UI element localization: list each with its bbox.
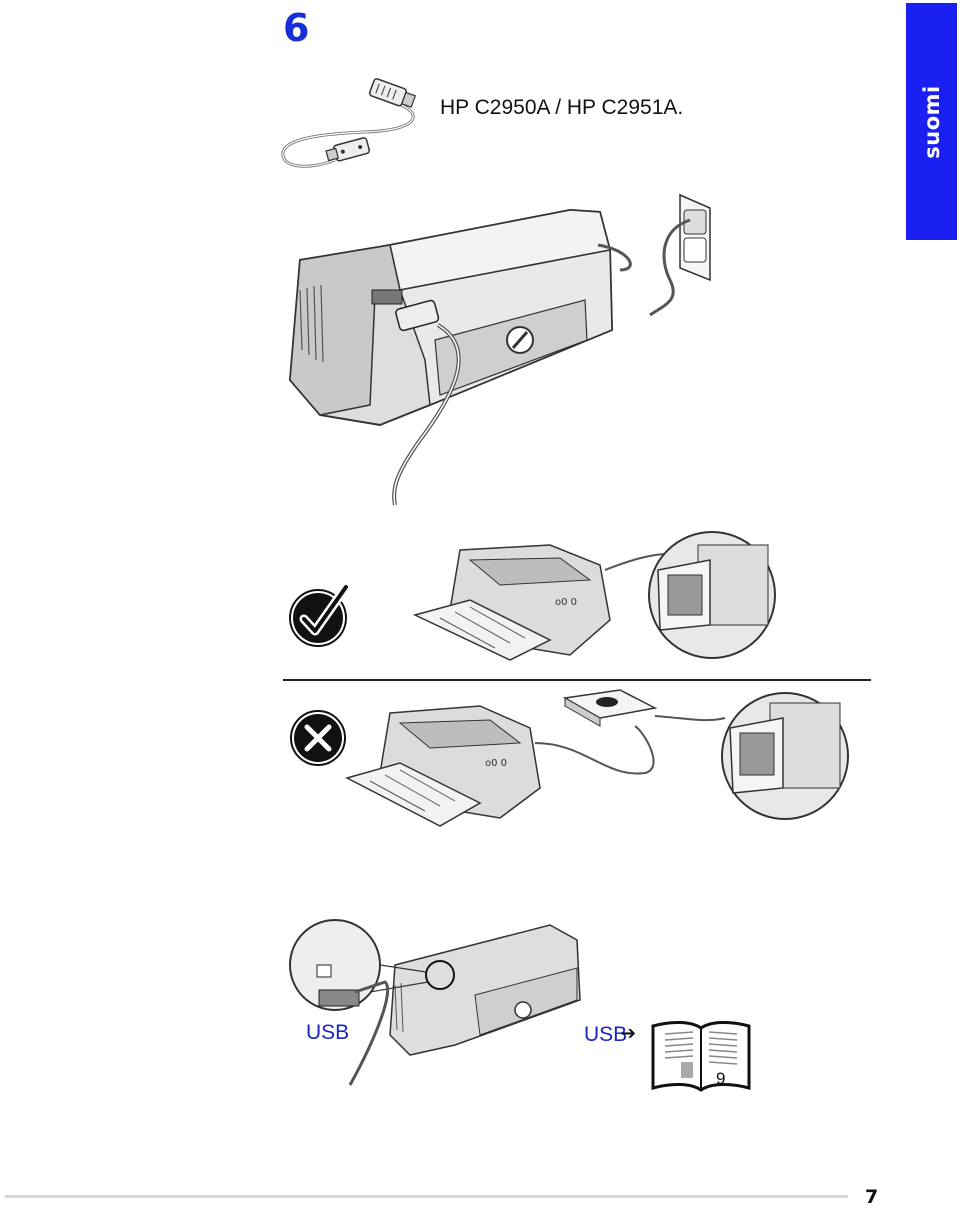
language-tab-label: suomi	[919, 84, 944, 159]
usb-port-illustration	[289, 919, 581, 1086]
cross-mark-icon	[290, 710, 346, 766]
footer-rule	[5, 1195, 848, 1198]
open-book-icon	[651, 1021, 751, 1092]
reference-page-number: 9	[716, 1069, 726, 1088]
right-arrow-icon: ➔	[621, 1023, 637, 1044]
language-tab: suomi	[906, 3, 957, 240]
page-number: 7	[865, 1186, 879, 1208]
usb-port-label: USB	[306, 1021, 350, 1044]
svg-text:o0 0: o0 0	[555, 597, 577, 608]
printer-rear-illustration	[288, 193, 711, 506]
usb-reference-label: USB	[584, 1023, 628, 1046]
section-divider	[283, 679, 871, 681]
step-number: 6	[283, 6, 310, 50]
svg-text:o0 0: o0 0	[485, 758, 507, 769]
check-mark-icon	[289, 582, 351, 647]
printer-switchbox-connection-illustration: o0 0	[344, 689, 849, 827]
parallel-cable-illustration	[281, 78, 417, 168]
printer-direct-connection-illustration: o0 0	[412, 531, 776, 661]
cable-model-label: HP C2950A / HP C2951A.	[440, 96, 684, 119]
